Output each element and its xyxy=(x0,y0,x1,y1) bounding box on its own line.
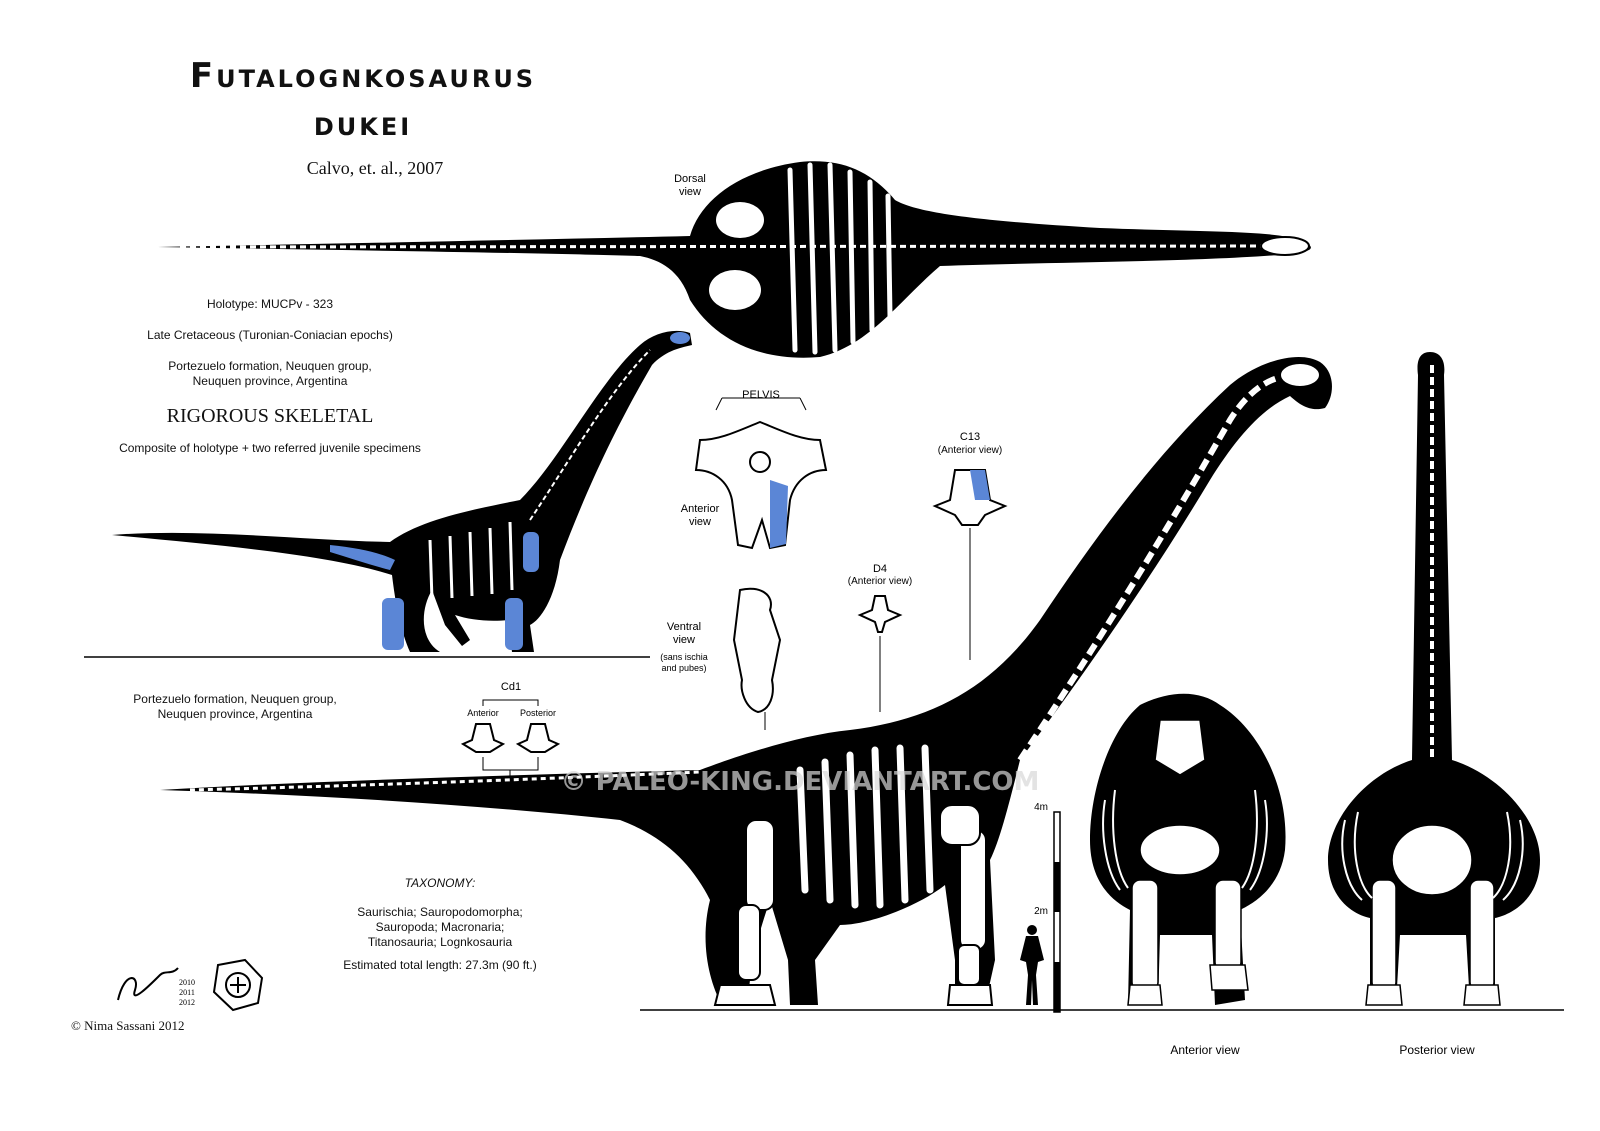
lower-formation-2: Neuquen province, Argentina xyxy=(157,707,313,721)
scale-2m-label: 2m xyxy=(1034,906,1048,917)
taxonomy-line-1: Saurischia; Sauropodomorpha; xyxy=(357,905,523,919)
composite-text: Composite of holotype + two referred juv… xyxy=(119,441,421,455)
age-text: Late Cretaceous (Turonian-Coniacian epoc… xyxy=(147,328,393,342)
artist-signature: 2010 2011 2012 xyxy=(117,967,195,1007)
genus-name: Futalognkosaurus xyxy=(189,56,537,96)
c13-vertebra-drawing xyxy=(932,469,1008,660)
holotype-text: Holotype: MUCPv - 323 xyxy=(206,297,334,311)
anterior-view-skeleton xyxy=(1090,693,1286,1006)
scale-4m-label: 4m xyxy=(1034,802,1048,813)
watermark: © PALEO-KING.DEVIANTART.COM xyxy=(561,767,1040,797)
signature-year-2: 2011 xyxy=(179,988,195,997)
dorsal-view-skeleton xyxy=(158,161,1311,358)
length-text: Estimated total length: 27.3m (90 ft.) xyxy=(343,958,537,972)
lower-formation: Portezuelo formation, Neuquen group, Neu… xyxy=(100,692,370,722)
human-scale-figure xyxy=(1020,925,1044,1005)
anterior-label-2: view xyxy=(689,516,711,528)
species-title: Futalognkosaurus dukei xyxy=(118,52,608,148)
copyright-text: © Nima Sassani 2012 xyxy=(71,1018,185,1033)
author-citation: Calvo, et. al., 2007 xyxy=(306,158,444,178)
taxonomy-line-2: Sauropoda; Macronaria; xyxy=(375,920,505,934)
d4-label: D4 xyxy=(873,563,887,575)
anterior-label-1: Anterior xyxy=(681,503,720,515)
posterior-view-skeleton xyxy=(1328,352,1540,1006)
d4-view-label: (Anterior view) xyxy=(848,576,912,587)
taxonomy-line-3: Titanosauria; Lognkosauria xyxy=(367,935,513,949)
ventral-label-2: view xyxy=(673,634,695,646)
taxonomy-heading: TAXONOMY: xyxy=(404,876,476,890)
rigorous-heading: RIGOROUS SKELETAL xyxy=(166,405,374,427)
info-block: Holotype: MUCPv - 323 Late Cretaceous (T… xyxy=(90,297,450,456)
anterior-view-label: Anterior view xyxy=(1170,1043,1240,1057)
large-lateral-skeleton xyxy=(160,356,1332,1006)
small-lateral-skeleton xyxy=(112,330,692,652)
species-name: dukei xyxy=(313,104,413,144)
dorsal-label-2: view xyxy=(679,186,701,198)
artist-logo-icon xyxy=(212,958,264,1012)
pelvis-label: PELVIS xyxy=(742,389,780,401)
pelvis-ventral-drawing xyxy=(732,587,782,730)
scale-bar xyxy=(1053,811,1061,1013)
cd1-posterior-label: Posterior xyxy=(520,708,556,718)
cd1-label: Cd1 xyxy=(501,681,521,693)
signature-year-1: 2010 xyxy=(179,978,195,987)
ventral-label-1: Ventral xyxy=(667,621,701,633)
dorsal-label-1: Dorsal xyxy=(674,173,706,185)
pelvis-anterior-drawing xyxy=(694,420,828,550)
lower-formation-1: Portezuelo formation, Neuquen group, xyxy=(133,692,337,706)
signature-year-3: 2012 xyxy=(179,998,195,1007)
formation-text-1: Portezuelo formation, Neuquen group, xyxy=(168,359,372,373)
cd1-anterior-label: Anterior xyxy=(467,708,499,718)
d4-vertebra-drawing xyxy=(857,595,903,712)
c13-view-label: (Anterior view) xyxy=(938,445,1002,456)
formation-text-2: Neuquen province, Argentina xyxy=(192,374,348,388)
ventral-note-2: and pubes) xyxy=(661,663,706,673)
ventral-note-1: (sans ischia xyxy=(660,652,708,662)
posterior-view-label: Posterior view xyxy=(1399,1043,1475,1057)
c13-label: C13 xyxy=(960,431,980,443)
taxonomy-block: TAXONOMY: Saurischia; Sauropodomorpha; S… xyxy=(320,876,560,973)
